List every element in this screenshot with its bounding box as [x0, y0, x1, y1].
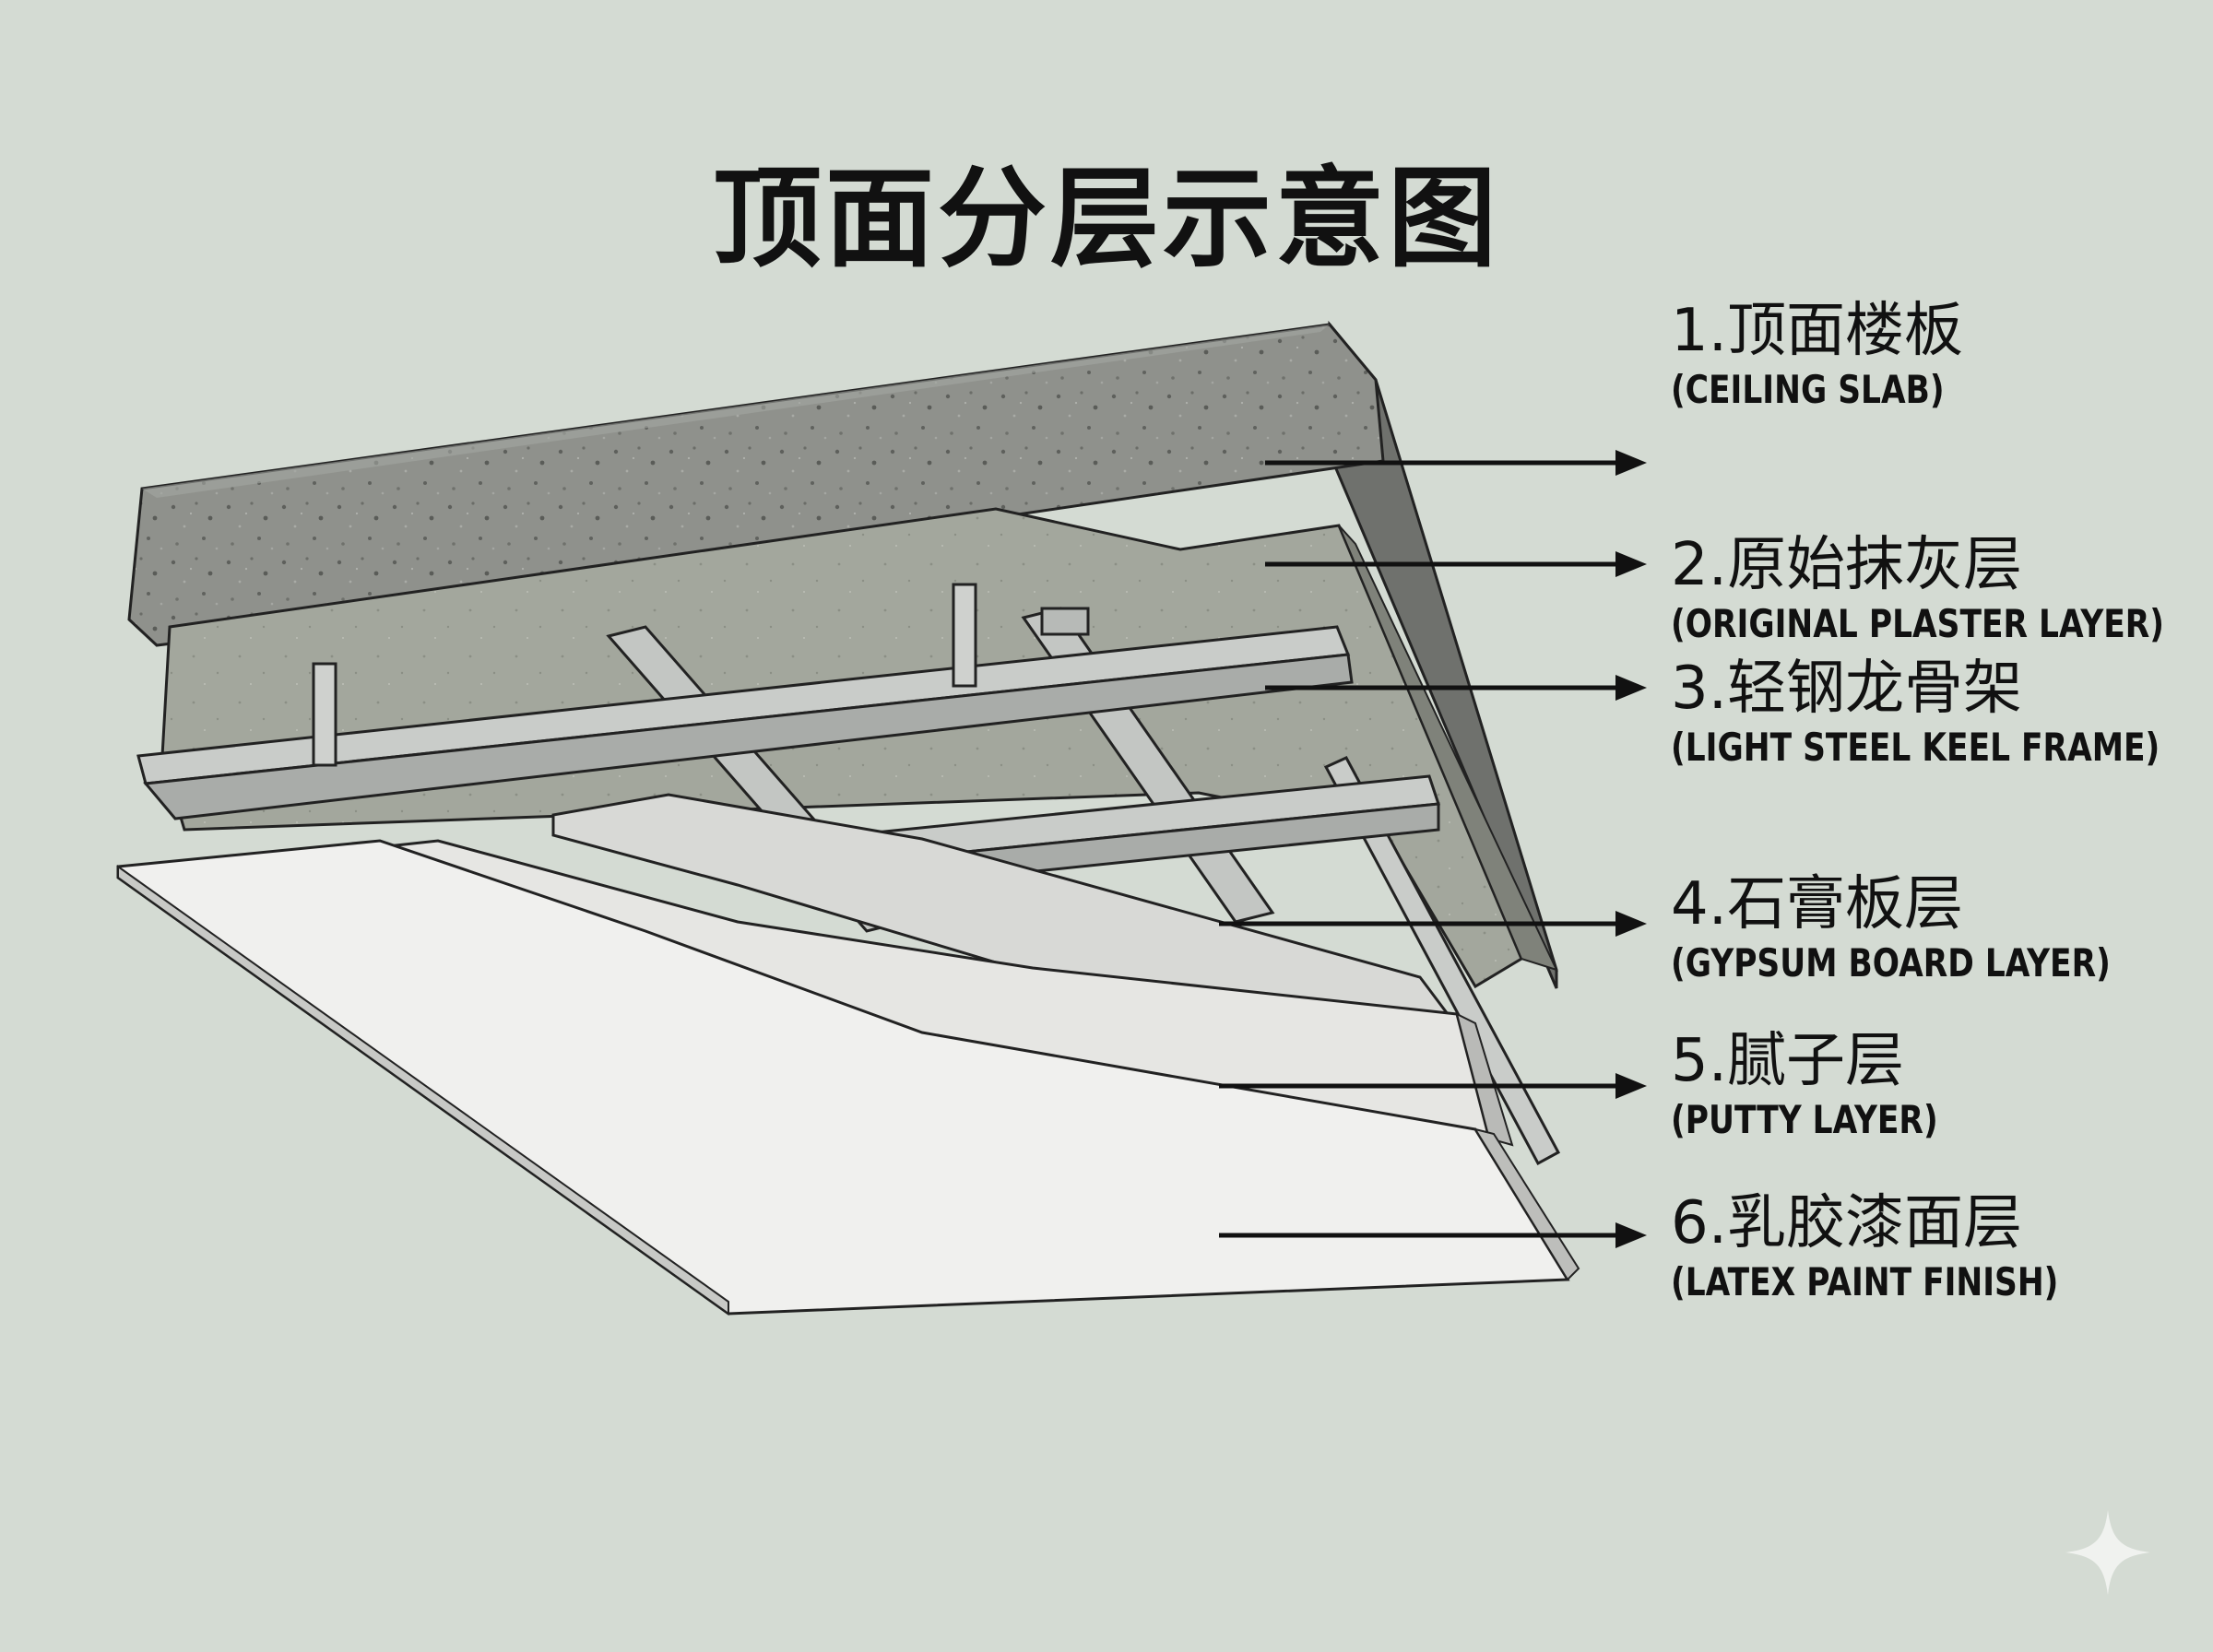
- leader-arrows: [1219, 450, 1647, 1248]
- layer-label-zh: 4.石膏板层: [1671, 870, 1964, 938]
- layer-label-zh: 3.轻钢龙骨架: [1671, 655, 2023, 723]
- latex-paint-finish: [116, 839, 1580, 1316]
- arrow-head-1: [1615, 450, 1647, 476]
- layer-label-4: 4.石膏板层 (GYPSUM BOARD LAYER): [1671, 868, 2207, 986]
- layer-label-en: (LIGHT STEEL KEEL FRAME): [1671, 725, 2160, 770]
- layer-label-en: (ORIGINAL PLASTER LAYER): [1671, 601, 2165, 646]
- arrow-head-2: [1615, 551, 1647, 577]
- layer-label-5: 5.腻子层 (PUTTY LAYER): [1671, 1025, 1996, 1143]
- layer-label-en: (PUTTY LAYER): [1671, 1097, 1938, 1142]
- layer-label-en: (CEILING SLAB): [1671, 367, 1945, 412]
- layer-label-2: 2.原始抹灰层 (ORIGINAL PLASTER LAYER): [1671, 529, 2213, 647]
- arrow-head-5: [1615, 1073, 1647, 1099]
- layer-label-en: (LATEX PAINT FINISH): [1671, 1259, 2059, 1304]
- layer-label-zh: 2.原始抹灰层: [1671, 531, 2023, 599]
- layer-label-3: 3.轻钢龙骨架 (LIGHT STEEL KEEL FRAME): [1671, 653, 2213, 771]
- arrow-head-6: [1615, 1222, 1647, 1248]
- layer-label-en: (GYPSUM BOARD LAYER): [1671, 940, 2111, 985]
- layer-label-zh: 6.乳胶漆面层: [1671, 1189, 2023, 1257]
- layer-label-zh: 1.顶面楼板: [1671, 297, 1964, 365]
- diagram-title: 顶面分层示意图: [712, 155, 1500, 282]
- layer-label-6: 6.乳胶漆面层 (LATEX PAINT FINISH): [1671, 1187, 2144, 1305]
- arrow-head-4: [1615, 911, 1647, 937]
- layer-label-zh: 5.腻子层: [1671, 1027, 1905, 1095]
- layer-label-1: 1.顶面楼板 (CEILING SLAB): [1671, 295, 2005, 413]
- ceiling-slab: [127, 320, 1558, 989]
- arrow-head-3: [1615, 675, 1647, 701]
- sparkle-icon: [2065, 1510, 2150, 1595]
